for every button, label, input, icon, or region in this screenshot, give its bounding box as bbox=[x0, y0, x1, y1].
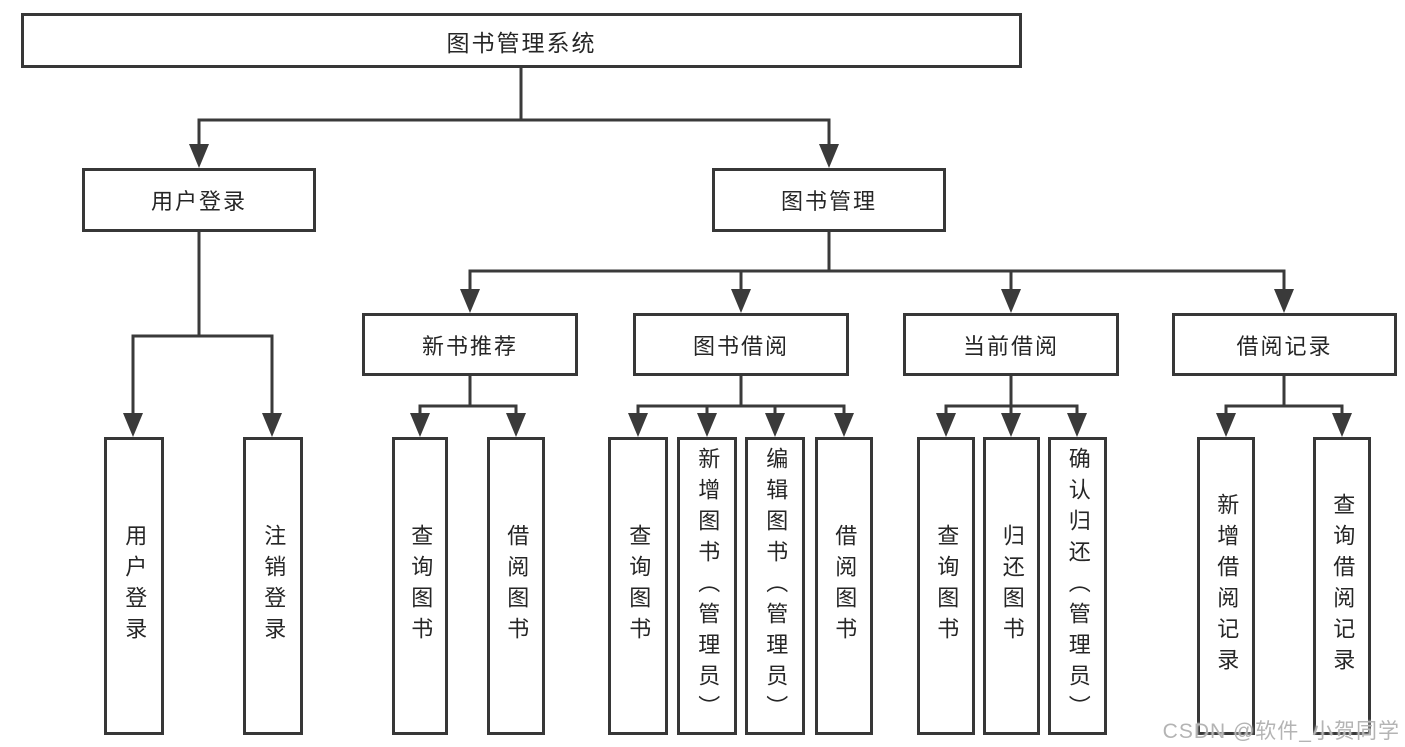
leaf-query-borrow-record: 查询借阅记录 bbox=[1313, 437, 1371, 735]
branch-borrowing-records bbox=[1216, 375, 1352, 437]
branch-book-management bbox=[460, 231, 1294, 313]
leaf-query-books-borrowing: 查询图书 bbox=[608, 437, 668, 735]
leaf-add-borrow-record: 新增借阅记录 bbox=[1197, 437, 1255, 735]
leaf-user-login: 用户登录 bbox=[104, 437, 164, 735]
leaf-borrow-books: 借阅图书 bbox=[815, 437, 873, 735]
leaf-edit-books-admin: 编辑图书（管理员） bbox=[745, 437, 805, 735]
leaf-query-books-current: 查询图书 bbox=[917, 437, 975, 735]
node-root: 图书管理系统 bbox=[21, 13, 1022, 68]
node-book-borrowing: 图书借阅 bbox=[633, 313, 849, 376]
node-user-login: 用户登录 bbox=[82, 168, 316, 232]
branch-new-book-recommendation bbox=[410, 375, 526, 437]
node-current-borrowing: 当前借阅 bbox=[903, 313, 1119, 376]
leaf-confirm-return-admin: 确认归还（管理员） bbox=[1048, 437, 1107, 735]
branch-root bbox=[189, 66, 839, 168]
node-book-management: 图书管理 bbox=[712, 168, 946, 232]
node-borrowing-records: 借阅记录 bbox=[1172, 313, 1397, 376]
leaf-return-books: 归还图书 bbox=[983, 437, 1040, 735]
leaf-query-books-recommend: 查询图书 bbox=[392, 437, 448, 735]
leaf-borrow-books-recommend: 借阅图书 bbox=[487, 437, 545, 735]
branch-book-borrowing bbox=[628, 375, 854, 437]
leaf-add-books-admin: 新增图书（管理员） bbox=[677, 437, 737, 735]
csdn-watermark: CSDN @软件_小贺同学 bbox=[1162, 720, 1400, 743]
branch-user-login bbox=[123, 231, 282, 437]
branch-current-borrowing bbox=[936, 375, 1087, 437]
leaf-logout: 注销登录 bbox=[243, 437, 303, 735]
node-new-book-recommendation: 新书推荐 bbox=[362, 313, 578, 376]
